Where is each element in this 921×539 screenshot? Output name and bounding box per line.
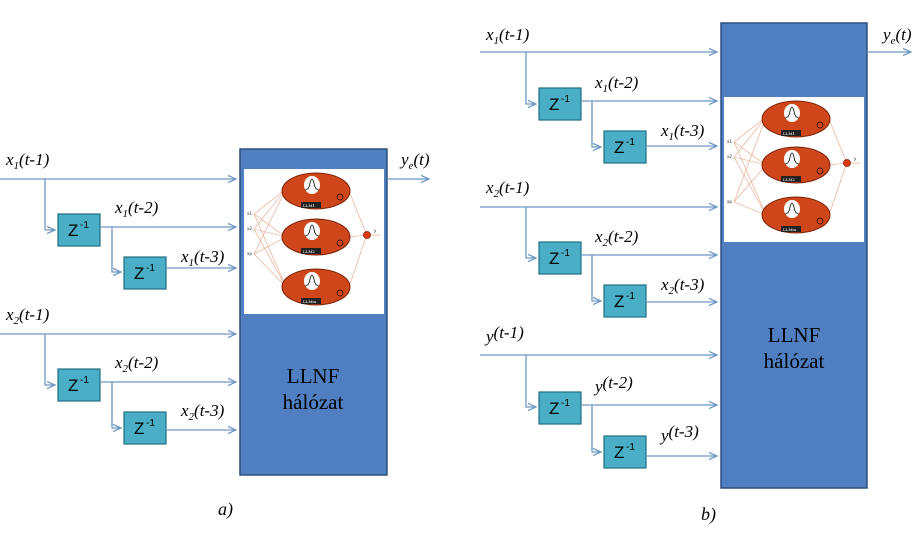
signal-label-a5: x2(t-3) <box>180 401 225 423</box>
delay-box-a2: Z -1 <box>123 256 167 290</box>
svg-text:LLM2: LLM2 <box>303 249 315 254</box>
inset-input-x2: x2 <box>727 154 732 159</box>
panel-b: LLNF hálózat Z -1 Z -1 <box>480 22 912 525</box>
delay-label: Z <box>549 95 559 114</box>
delay-label: Z <box>68 376 78 395</box>
signal-label-b2: x1(t-3) <box>660 121 705 143</box>
delay-exp: -1 <box>561 248 570 259</box>
inset-input-x2: x2 <box>247 226 252 231</box>
inset-output: y <box>854 156 857 161</box>
delay-box-a1: Z -1 <box>57 213 101 247</box>
output-label-a: ye(t) <box>399 150 430 172</box>
signal-label-a1: x1(t-2) <box>114 198 159 220</box>
sum-node <box>363 231 371 239</box>
neuron-llm2: LLM2 <box>761 146 831 184</box>
llnf-block-b <box>720 22 868 489</box>
svg-text:Z: Z <box>68 221 78 240</box>
delay-box-b6: Z -1 <box>603 435 647 469</box>
inset-input-xp: xp <box>727 199 732 204</box>
signal-label-a4: x2(t-2) <box>114 353 159 375</box>
svg-text:LLM1: LLM1 <box>783 131 795 136</box>
delay-label: Z <box>614 443 624 462</box>
delay-exp: -1 <box>80 375 89 386</box>
network-inset-a: x1 x2 xp LLM1 LLM2 <box>244 169 384 314</box>
neuron-llm2: LLM2 <box>281 218 351 256</box>
delay-box-b3: Z -1 <box>538 241 582 275</box>
signal-label-b3: x2(t-1) <box>485 178 530 200</box>
signal-label-a0: x1(t-1) <box>5 150 50 172</box>
svg-text:LLM2: LLM2 <box>783 177 795 182</box>
inset-input-x1: x1 <box>247 211 252 216</box>
panel-label-b: b) <box>701 504 716 525</box>
signal-label-b4: x2(t-2) <box>594 227 639 249</box>
svg-text:LLMm: LLMm <box>783 227 796 232</box>
inset-output: y <box>374 228 377 233</box>
sum-node <box>843 159 851 167</box>
delay-box-b1: Z -1 <box>538 87 582 121</box>
signal-label-b8: y(t-3) <box>659 422 699 445</box>
delay-box-a4: Z -1 <box>123 411 167 445</box>
delay-exp: -1 <box>80 220 89 231</box>
neuron-llmm: LLMm <box>761 196 831 234</box>
signal-label-b1: x1(t-2) <box>594 73 639 95</box>
delay-exp: -1 <box>626 442 635 453</box>
delay-exp: -1 <box>561 94 570 105</box>
neuron-llm1: LLM1 <box>761 100 831 138</box>
panel-label-a: a) <box>218 499 233 520</box>
block-a-line1: LLNF <box>287 364 340 388</box>
delay-exp: -1 <box>626 291 635 302</box>
svg-text:LLM1: LLM1 <box>303 203 315 208</box>
signal-label-b7: y(t-2) <box>593 373 633 396</box>
delay-exp: -1 <box>561 398 570 409</box>
delay-box-a3: Z -1 <box>57 368 101 402</box>
delay-label: Z <box>614 138 624 157</box>
neuron-llmm: LLMm <box>281 268 351 306</box>
delay-exp: -1 <box>626 137 635 148</box>
delay-label: Z <box>134 264 144 283</box>
signal-label-a3: x2(t-1) <box>5 305 50 327</box>
delay-label: Z <box>134 419 144 438</box>
delay-label: Z <box>549 249 559 268</box>
block-b-line2: hálózat <box>764 349 825 373</box>
panel-a: LLNF hálózat Z -1 Z -1 Z -1 <box>0 148 430 520</box>
delay-box-b4: Z -1 <box>603 284 647 318</box>
delay-exp: -1 <box>146 418 155 429</box>
network-inset-b: x1 x2 xp LLM1 LLM2 <box>724 97 864 242</box>
delay-label: Z <box>549 399 559 418</box>
svg-text:LLMm: LLMm <box>303 299 316 304</box>
signal-label-a2: x1(t-3) <box>180 247 225 269</box>
inset-input-xp: xp <box>247 251 252 256</box>
neuron-llm1: LLM1 <box>281 172 351 210</box>
delay-exp: -1 <box>146 263 155 274</box>
output-label-b: ye(t) <box>881 25 912 47</box>
inset-input-x1: x1 <box>727 139 732 144</box>
delay-label: Z <box>68 221 78 240</box>
delay-label: Z <box>614 292 624 311</box>
block-b-line1: LLNF <box>768 323 821 347</box>
signal-label-b6: y(t-1) <box>484 323 524 346</box>
block-a-line2: hálózat <box>283 390 344 414</box>
delay-box-b2: Z -1 <box>603 130 647 164</box>
signal-label-b5: x2(t-3) <box>660 275 705 297</box>
delay-box-b5: Z -1 <box>538 391 582 425</box>
signal-label-b0: x1(t-1) <box>485 25 530 47</box>
